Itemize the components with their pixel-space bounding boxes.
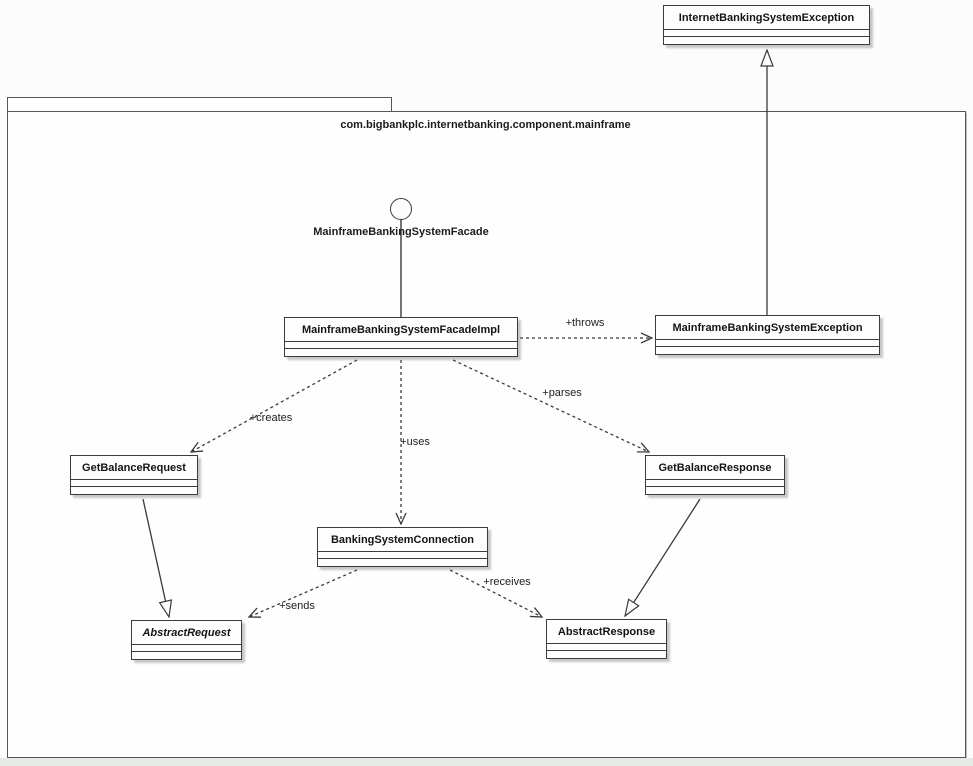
class-get-balance-response[interactable]: GetBalanceResponse xyxy=(645,455,785,495)
attributes-compartment xyxy=(547,644,666,651)
class-mainframe-banking-system-facade-impl[interactable]: MainframeBankingSystemFacadeImpl xyxy=(284,317,518,357)
label-uses: +uses xyxy=(400,436,430,448)
package-label: com.bigbankplc.internetbanking.component… xyxy=(340,119,631,131)
operations-compartment xyxy=(71,487,197,494)
label-throws: +throws xyxy=(565,317,605,329)
class-name: AbstractRequest xyxy=(132,621,241,645)
class-name: InternetBankingSystemException xyxy=(664,6,869,30)
operations-compartment xyxy=(547,651,666,658)
class-get-balance-request[interactable]: GetBalanceRequest xyxy=(70,455,198,495)
attributes-compartment xyxy=(318,552,487,559)
edge-receives xyxy=(449,569,542,617)
edge-generalization-abstract-response xyxy=(625,498,701,616)
label-receives: +receives xyxy=(483,576,531,588)
operations-compartment xyxy=(656,347,879,354)
class-banking-system-connection[interactable]: BankingSystemConnection xyxy=(317,527,488,567)
label-creates: +creates xyxy=(249,412,293,424)
attributes-compartment xyxy=(285,342,517,349)
class-name: GetBalanceRequest xyxy=(71,456,197,480)
edge-creates xyxy=(191,359,358,452)
background-strip xyxy=(0,758,973,766)
operations-compartment xyxy=(132,652,241,659)
interface-label: MainframeBankingSystemFacade xyxy=(313,226,489,238)
class-name: GetBalanceResponse xyxy=(646,456,784,480)
operations-compartment xyxy=(318,559,487,566)
class-mainframe-banking-system-exception[interactable]: MainframeBankingSystemException xyxy=(655,315,880,355)
attributes-compartment xyxy=(656,340,879,347)
operations-compartment xyxy=(664,37,869,44)
interface-lollipop-icon[interactable] xyxy=(390,198,412,220)
label-parses: +parses xyxy=(542,387,582,399)
class-abstract-request[interactable]: AbstractRequest xyxy=(131,620,242,660)
class-name: MainframeBankingSystemFacadeImpl xyxy=(285,318,517,342)
operations-compartment xyxy=(646,487,784,494)
class-name: BankingSystemConnection xyxy=(318,528,487,552)
class-name: AbstractResponse xyxy=(547,620,666,644)
edge-parses xyxy=(452,359,649,452)
edge-generalization-abstract-request xyxy=(142,498,169,617)
label-sends: +sends xyxy=(279,600,315,612)
attributes-compartment xyxy=(71,480,197,487)
attributes-compartment xyxy=(132,645,241,652)
operations-compartment xyxy=(285,349,517,356)
class-abstract-response[interactable]: AbstractResponse xyxy=(546,619,667,659)
class-name: MainframeBankingSystemException xyxy=(656,316,879,340)
class-internet-banking-system-exception[interactable]: InternetBankingSystemException xyxy=(663,5,870,45)
edge-sends xyxy=(249,569,358,617)
attributes-compartment xyxy=(646,480,784,487)
attributes-compartment xyxy=(664,30,869,37)
